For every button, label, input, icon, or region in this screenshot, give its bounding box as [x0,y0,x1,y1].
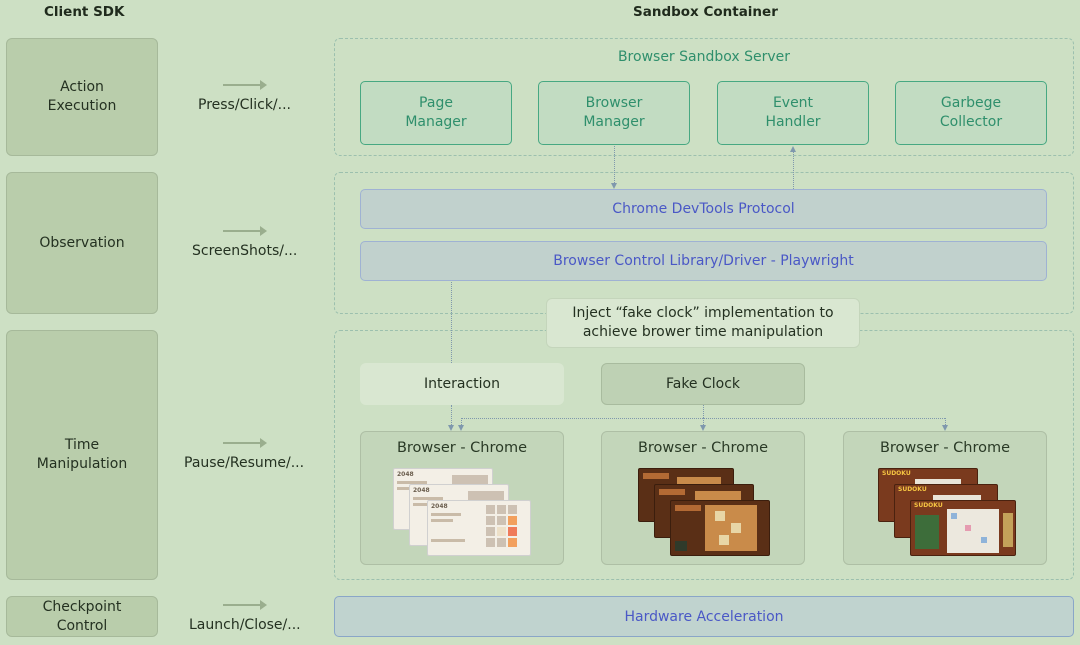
interaction-box: Interaction [360,363,564,405]
arrowhead-up-icon [790,146,796,152]
arrowhead-down-icon [700,425,706,431]
arrow-action [223,80,267,90]
screenshot-2048-label: 2048 [431,503,448,510]
browser-sandbox-server-group [334,38,1074,156]
garbage-collector-box: Garbege Collector [895,81,1047,145]
arrow-label-observation: ScreenShots/... [192,243,298,259]
hardware-acceleration-bar: Hardware Acceleration [334,596,1074,637]
arrow-checkpoint [223,600,267,610]
browser-chrome-panel-3: Browser - Chrome SUDOKU SUDOKU SUDOKU [843,431,1047,565]
screenshot-sudoku-logo: SUDOKU [898,486,927,493]
connector-to-browser-1 [461,418,462,425]
browser-manager-box: Browser Manager [538,81,690,145]
arrow-observation [223,226,267,236]
sdk-action-execution: Action Execution [6,38,158,156]
fake-clock-note: Inject “fake clock” implementation to ac… [546,298,860,348]
screenshot-sudoku-front: SUDOKU [910,500,1016,556]
connector-to-browser-3 [945,418,946,425]
sandbox-container-header: Sandbox Container [633,4,778,20]
browser-chrome-title: Browser - Chrome [879,440,1011,456]
screenshot-2048-label: 2048 [413,487,430,494]
screenshot-2048-label: 2048 [397,471,414,478]
sdk-checkpoint-control: Checkpoint Control [6,596,158,637]
screenshot-game-front [670,500,770,556]
browser-chrome-panel-2: Browser - Chrome [601,431,805,565]
browser-chrome-panel-1: Browser - Chrome 2048 2048 2048 [360,431,564,565]
chrome-devtools-protocol-bar: Chrome DevTools Protocol [360,189,1047,229]
sdk-observation: Observation [6,172,158,314]
arrowhead-down-icon [611,183,617,189]
playwright-driver-bar: Browser Control Library/Driver - Playwri… [360,241,1047,281]
arrow-time [223,438,267,448]
arrowhead-down-icon [448,425,454,431]
connector-fake-clock-down [703,405,704,418]
arrowhead-down-icon [942,425,948,431]
arrow-label-time: Pause/Resume/... [184,455,305,471]
event-handler-box: Event Handler [717,81,869,145]
browser-chrome-title: Browser - Chrome [637,440,769,456]
screenshot-sudoku-logo: SUDOKU [882,470,911,477]
screenshot-2048-front: 2048 [427,500,531,556]
connector-browser-manager-to-cdp [614,146,615,183]
connector-to-browser-2 [703,418,704,425]
arrow-label-checkpoint: Launch/Close/... [189,617,301,633]
connector-interaction-to-browser [451,405,452,425]
connector-driver-to-interaction [451,282,452,363]
connector-cdp-to-event-handler [793,152,794,189]
screenshot-sudoku-logo: SUDOKU [914,502,943,509]
sdk-time-manipulation: Time Manipulation [6,330,158,580]
browser-chrome-title: Browser - Chrome [396,440,528,456]
arrowhead-down-icon [458,425,464,431]
fake-clock-box: Fake Clock [601,363,805,405]
client-sdk-header: Client SDK [44,4,125,20]
arrow-label-action: Press/Click/... [198,97,291,113]
browser-sandbox-server-title: Browser Sandbox Server [617,49,791,65]
page-manager-box: Page Manager [360,81,512,145]
